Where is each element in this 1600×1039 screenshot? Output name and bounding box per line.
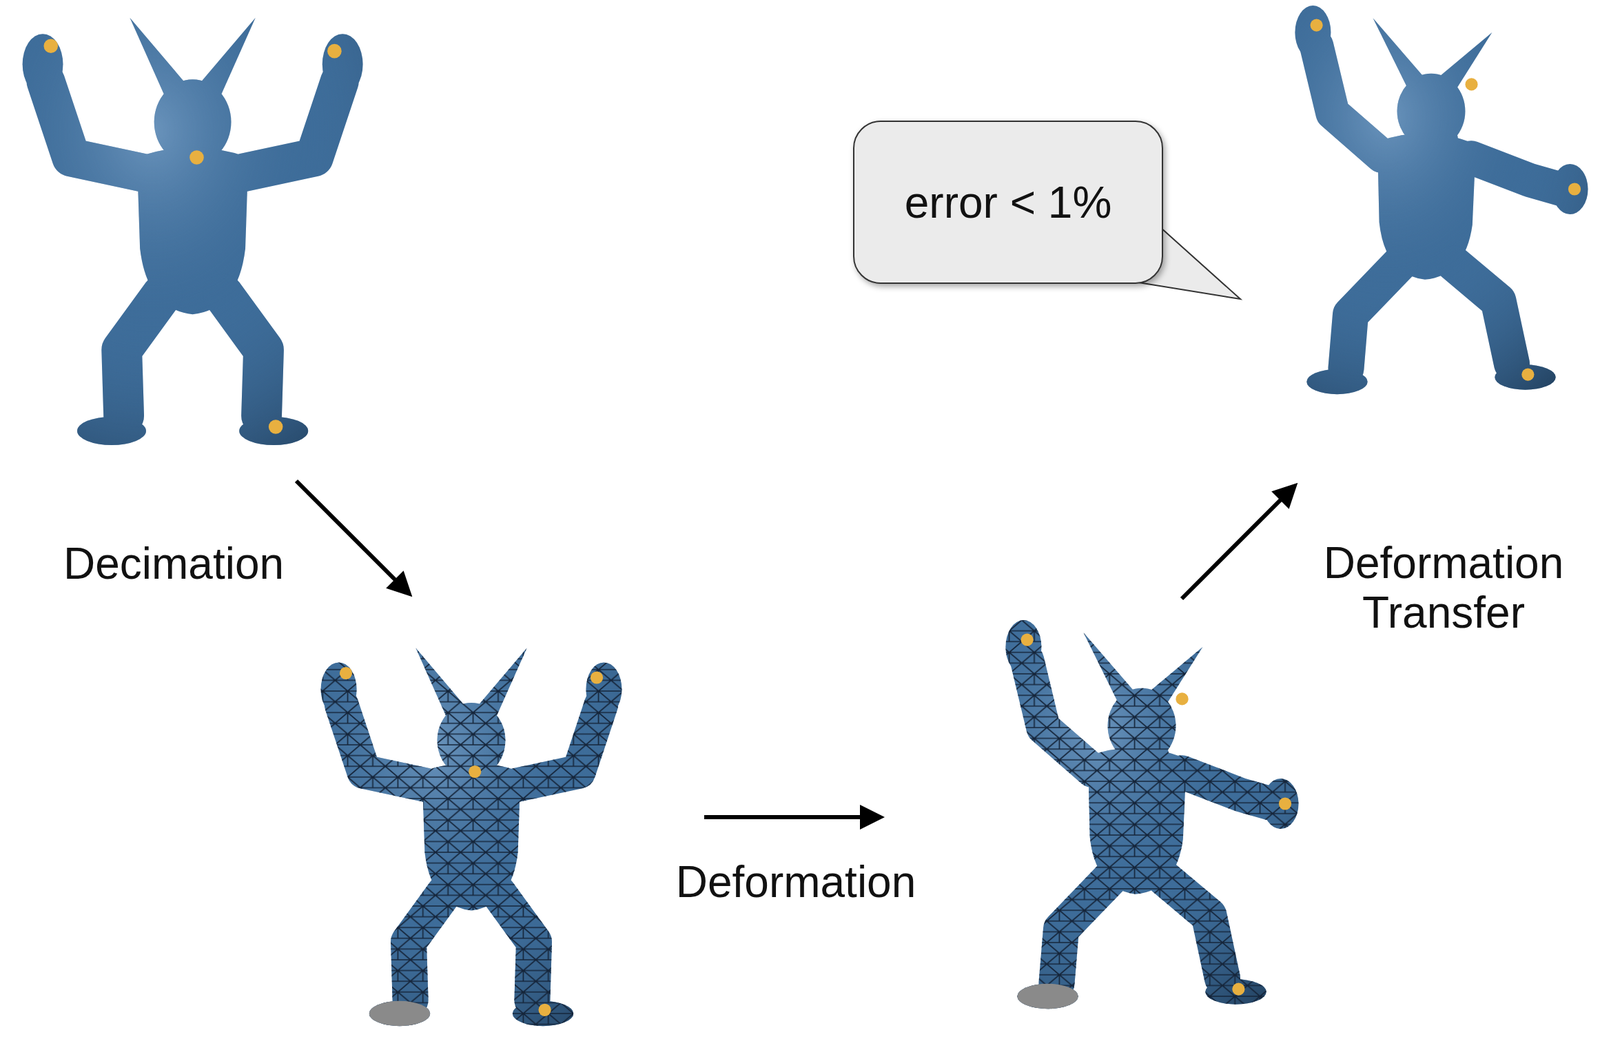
armadillo-decimated bbox=[292, 619, 651, 1039]
callout-text: error < 1% bbox=[904, 177, 1113, 229]
step-label: Deformation bbox=[644, 857, 948, 908]
step-label: Decimation bbox=[22, 539, 326, 590]
arrow bbox=[704, 815, 879, 820]
arrow bbox=[296, 480, 408, 593]
callout-bubble: error < 1% bbox=[853, 120, 1164, 284]
armadillo-deformed-mesh bbox=[953, 602, 1312, 1033]
arrow bbox=[1181, 487, 1294, 599]
step-label: Deformation Transfer bbox=[1305, 538, 1582, 638]
armadillo-result bbox=[1243, 0, 1600, 418]
armadillo-original bbox=[0, 0, 396, 472]
